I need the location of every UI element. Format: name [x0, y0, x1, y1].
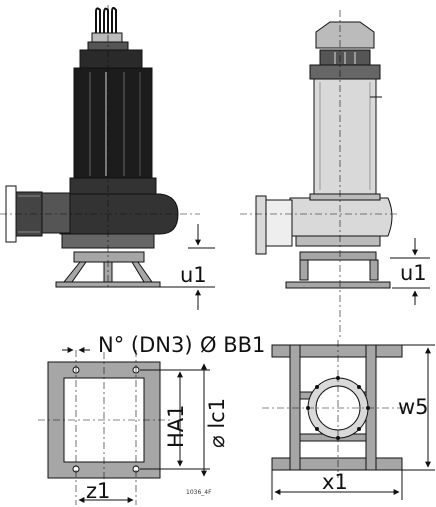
pump-stand — [55, 251, 161, 288]
stand-centerlines — [262, 340, 410, 478]
w5-dimension — [402, 344, 435, 471]
right-centerlines — [240, 10, 400, 340]
left-u1-dimension — [160, 224, 215, 310]
w5-label: w5 — [398, 395, 429, 419]
u1-label-left: u1 — [180, 263, 207, 287]
motor-head — [79, 49, 143, 71]
motor-body — [313, 78, 377, 195]
motor-housing — [73, 67, 153, 181]
bearing-housing — [69, 177, 157, 195]
x1-dimension — [271, 470, 403, 500]
ha1-lc1-dimensions — [140, 363, 210, 477]
lc1-label: ⌀ lc1 — [205, 398, 229, 448]
volute-front — [289, 197, 393, 237]
base-plate-plan — [47, 361, 161, 479]
terminal-box — [315, 21, 375, 49]
drawing-code: 1036_4F — [186, 489, 212, 496]
plan-centerlines — [38, 350, 172, 505]
stand-top-view — [271, 344, 403, 471]
z1-label: z1 — [86, 479, 110, 503]
base-stand-front — [285, 251, 391, 289]
left-pump-view — [5, 6, 179, 288]
nozzle-count-label: N° (DN3) — [98, 333, 193, 357]
right-pump-view — [255, 21, 393, 289]
ha1-label: HA1 — [164, 404, 188, 448]
bolt-holes — [72, 366, 140, 473]
left-centerlines — [0, 5, 200, 290]
bolt-circle-label: Ø BB1 — [200, 333, 265, 357]
volute-casing — [59, 193, 179, 235]
right-u1-dimension — [390, 238, 430, 305]
x1-label: x1 — [322, 470, 348, 494]
u1-label-right: u1 — [400, 261, 427, 285]
discharge-flange-front — [255, 195, 267, 255]
